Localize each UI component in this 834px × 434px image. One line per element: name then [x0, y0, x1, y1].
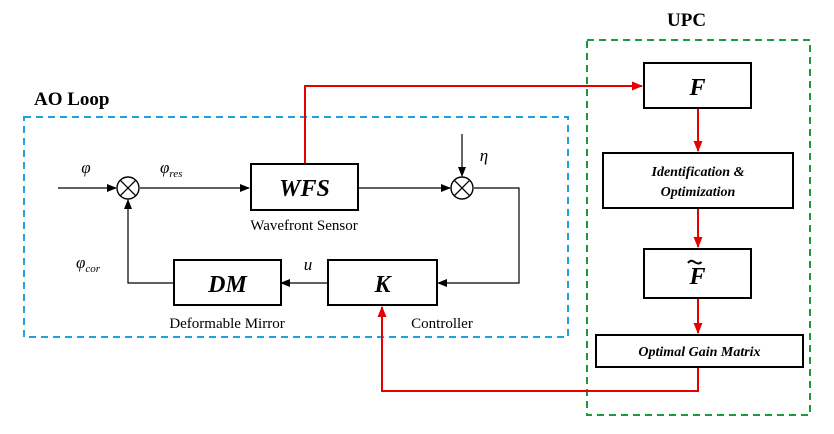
f-block: F	[643, 62, 752, 109]
identification-label-line1: Identification &	[651, 165, 745, 180]
wire-sum2-to-k	[437, 187, 520, 287]
optimal-gain-block: Optimal Gain Matrix	[595, 334, 804, 368]
optimal-gain-label: Optimal Gain Matrix	[638, 345, 760, 360]
dm-block: DM	[173, 259, 282, 306]
dm-caption: Deformable Mirror	[169, 316, 284, 332]
k-block: K	[327, 259, 438, 306]
u-label: u	[304, 255, 313, 274]
wfs-caption: Wavefront Sensor	[250, 218, 358, 234]
f-tilde-label: F	[688, 264, 705, 290]
sum-junction-1	[116, 176, 140, 200]
ao-loop-box	[23, 116, 569, 338]
wire-gain-to-k	[377, 306, 699, 392]
controller-caption: Controller	[411, 316, 473, 332]
eta-label: η	[480, 146, 488, 165]
dm-label: DM	[207, 272, 248, 298]
phi-res-label: φres	[160, 158, 182, 180]
phi-cor-label: φcor	[76, 253, 101, 275]
wire-wfs-to-f	[304, 81, 643, 163]
f-label: F	[688, 75, 705, 101]
f-tilde-block: F	[643, 248, 752, 299]
k-label: K	[373, 272, 392, 298]
identification-label-line2: Optimization	[661, 185, 736, 200]
identification-block: Identification & Optimization	[602, 152, 794, 209]
phi-label: φ	[81, 158, 90, 177]
upc-title: UPC	[667, 10, 706, 31]
ao-loop-title: AO Loop	[34, 89, 110, 110]
wire-dm-to-sum1	[124, 199, 174, 284]
tilde-mark	[687, 259, 703, 265]
wfs-label: WFS	[279, 176, 330, 202]
upc-box	[586, 39, 811, 416]
sum-junction-2	[450, 176, 474, 200]
wfs-block: WFS	[250, 163, 359, 211]
